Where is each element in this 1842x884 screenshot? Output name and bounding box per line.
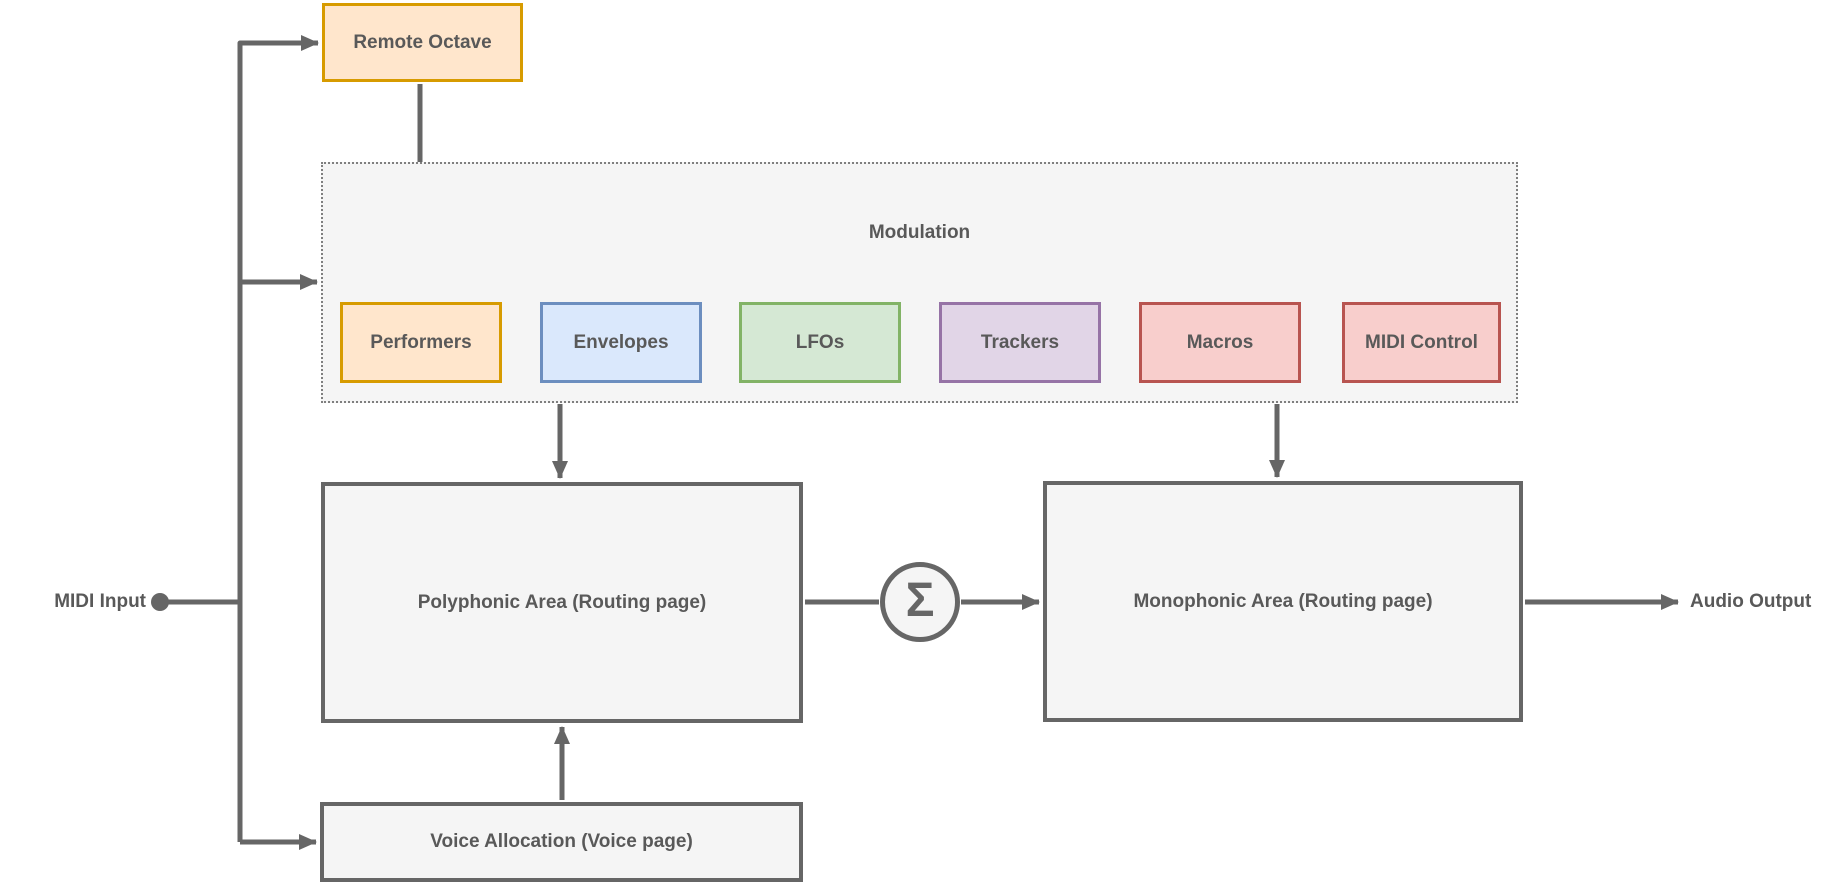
node-sum: Σ — [880, 562, 960, 642]
node-trackers-label: Trackers — [980, 331, 1060, 353]
node-midi-control-label: MIDI Control — [1365, 331, 1478, 353]
audio-output-label: Audio Output — [1690, 591, 1812, 612]
node-voice-allocation-label: Voice Allocation (Voice page) — [430, 831, 693, 852]
node-remote-octave-label: Remote Octave — [353, 31, 492, 53]
node-midi-control: MIDI Control — [1342, 302, 1501, 383]
node-macros-label: Macros — [1186, 331, 1254, 353]
midi-input-label: MIDI Input — [54, 591, 146, 612]
node-remote-octave: Remote Octave — [322, 3, 523, 82]
node-performers: Performers — [340, 302, 502, 383]
node-lfos-label: LFOs — [795, 331, 845, 353]
edge-trunk-to-remote-octave — [237, 35, 319, 842]
node-envelopes-label: Envelopes — [573, 331, 669, 353]
node-macros: Macros — [1139, 302, 1301, 383]
node-trackers: Trackers — [939, 302, 1101, 383]
node-lfos: LFOs — [739, 302, 901, 383]
midi-input-dot — [151, 593, 169, 611]
modulation-group: Modulation — [321, 162, 1518, 403]
modulation-group-label: Modulation — [868, 222, 971, 243]
node-envelopes: Envelopes — [540, 302, 702, 383]
sigma-symbol: Σ — [905, 573, 935, 627]
node-voice-allocation: Voice Allocation (Voice page) — [320, 802, 803, 882]
node-polyphonic-area: Polyphonic Area (Routing page) — [321, 482, 803, 723]
node-performers-label: Performers — [370, 331, 472, 353]
node-polyphonic-area-label: Polyphonic Area (Routing page) — [417, 591, 707, 613]
node-monophonic-area: Monophonic Area (Routing page) — [1043, 481, 1523, 722]
node-monophonic-area-label: Monophonic Area (Routing page) — [1133, 590, 1433, 612]
